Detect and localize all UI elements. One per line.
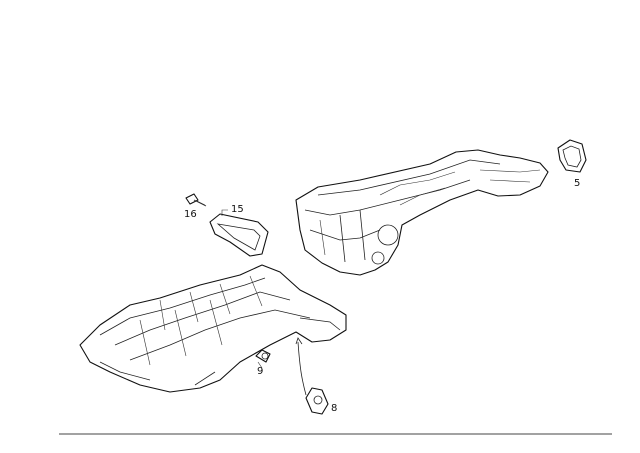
callout-16: 16: [184, 209, 197, 220]
callout-5: 5: [574, 178, 580, 189]
bolt-part-9[interactable]: [255, 349, 271, 369]
bolt-part-16[interactable]: [185, 193, 207, 207]
lower-oil-pan[interactable]: [79, 264, 347, 393]
cover-part-15[interactable]: [209, 209, 269, 257]
plug-part-8[interactable]: [295, 337, 329, 415]
callout-8: 8: [331, 403, 337, 414]
callout-9: 9: [257, 366, 263, 377]
gasket-part-5[interactable]: [557, 139, 587, 173]
upper-oil-pan[interactable]: [295, 149, 549, 276]
callout-15: 15: [231, 204, 244, 215]
